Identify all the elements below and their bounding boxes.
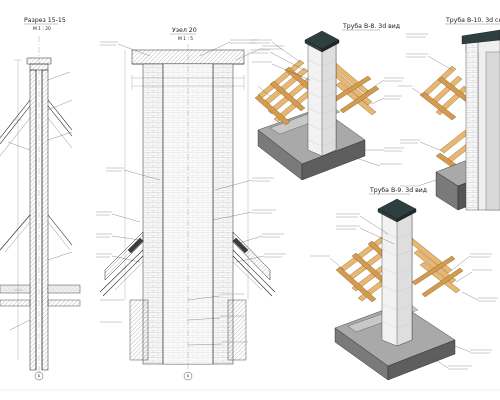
- node-title: Узел 20: [172, 27, 197, 34]
- axis-marker-middle: [183, 371, 193, 381]
- view-b10-3d: Труба В-10. 3d сечени: [398, 16, 500, 211]
- node-scale: М 1 : 5: [178, 36, 193, 42]
- section-15-15: Разрез 15-15 М 1 : 20: [0, 17, 81, 381]
- axis-marker-left-label: Б: [38, 374, 41, 378]
- rafters-b8: [254, 57, 380, 126]
- section-title: Разрез 15-15: [24, 17, 66, 24]
- view-b9-3d: Труба В-9. 3d вид: [310, 186, 498, 381]
- node-20: Узел 20 М 1 : 5: [96, 27, 286, 381]
- axis-marker-middle-label: Б: [187, 374, 190, 378]
- axis-marker-left: [34, 371, 44, 381]
- view-b8-title: Труба В-8. 3d вид: [342, 22, 400, 30]
- section-scale: М 1 : 20: [33, 26, 51, 32]
- view-b9-title: Труба В-9. 3d вид: [369, 186, 427, 194]
- view-b10-title: Труба В-10. 3d сечени: [445, 16, 500, 24]
- view-b8-3d: Труба В-8. 3d вид: [250, 22, 404, 181]
